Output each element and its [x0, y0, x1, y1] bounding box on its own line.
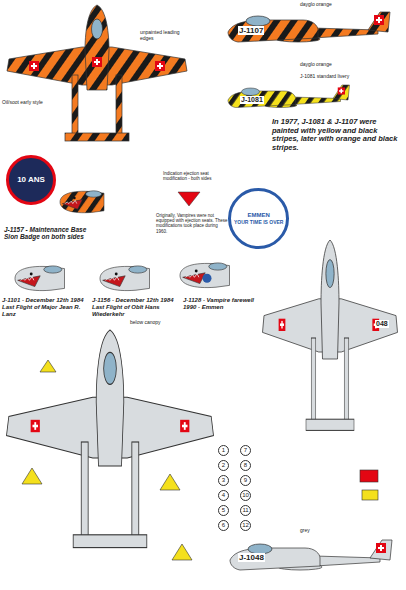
callout-number: 1 [218, 445, 229, 456]
callout-number: 10 [240, 490, 251, 501]
decal-note: J-1081 standard livery [300, 74, 400, 80]
callout-number: 2 [218, 460, 229, 471]
decal-note: J-1128 - Vampire farewell 1990 - Emmen [183, 297, 255, 311]
badge-circle: EMMENYOUR TIME IS OVER [228, 188, 289, 249]
decal-note: J-1081 [240, 96, 264, 104]
decal-note: grey [300, 528, 310, 534]
decal-note: unpainted leading edges [140, 30, 184, 42]
badge-text: 10 ANS [17, 176, 45, 185]
callout-number: 9 [240, 475, 251, 486]
callout-number: 12 [240, 520, 251, 531]
decal-note: J-1157 - Maintenance Base Sion Badge on … [4, 226, 88, 241]
decal-note: Oil/soot early style [2, 100, 46, 106]
decal-note: dayglo orange [300, 62, 360, 68]
decal-note: J-1156 - December 12th 1984 Last Flight … [92, 297, 180, 318]
decal-note: J-1101 - December 12th 1984 Last Flight … [2, 297, 90, 318]
badge-text: EMMEN [248, 212, 270, 219]
badge-circle: 10 ANS [6, 155, 56, 205]
decal-note: below canopy [130, 320, 180, 326]
decal-note: In 1977, J-1081 & J-1107 were painted wi… [272, 118, 400, 153]
decal-note: 048 [375, 320, 389, 328]
decal-note: J-1048 [238, 553, 265, 562]
callout-number: 3 [218, 475, 229, 486]
badge-text: YOUR TIME IS OVER [234, 220, 283, 226]
callout-number: 4 [218, 490, 229, 501]
decal-note: Originally, Vampires were not equipped w… [156, 213, 228, 234]
callout-number: 8 [240, 460, 251, 471]
decal-note: Indication ejection seat modification - … [163, 171, 225, 181]
callout-number: 7 [240, 445, 251, 456]
decal-note: J-1107 [238, 26, 264, 35]
callout-number: 11 [240, 505, 251, 516]
decal-note: dayglo orange [300, 2, 360, 8]
callout-number: 6 [218, 520, 229, 531]
callout-number: 5 [218, 505, 229, 516]
